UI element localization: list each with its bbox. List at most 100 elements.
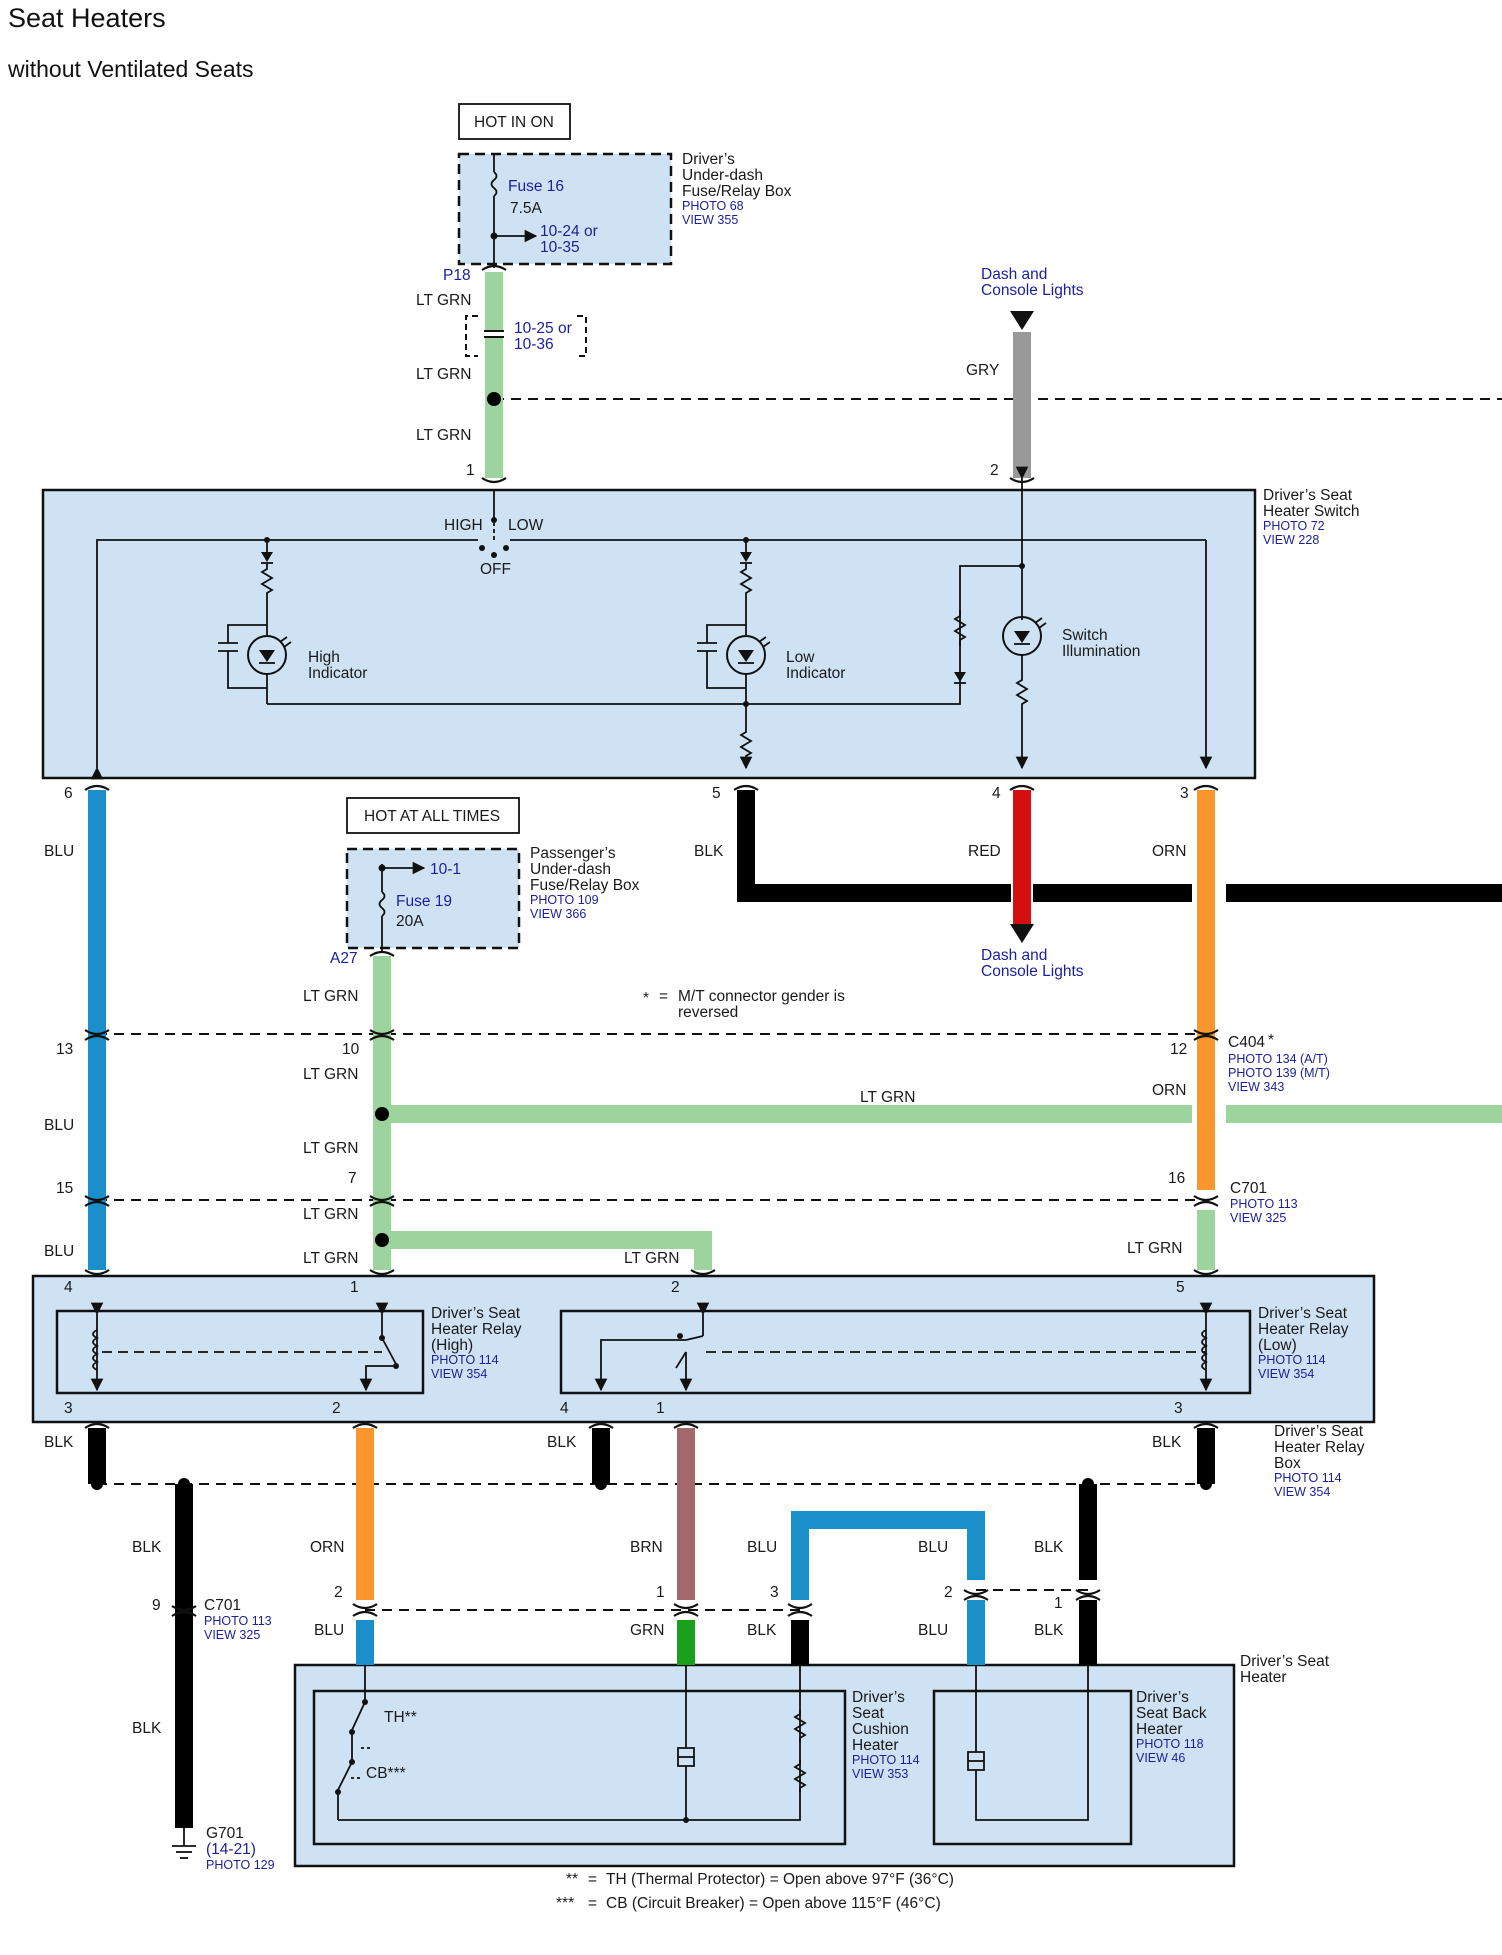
arrow-dash-lights-out (1010, 924, 1034, 943)
diagram-subtitle: without Ventilated Seats (7, 56, 254, 82)
switch-illum-2: Illumination (1062, 643, 1140, 660)
seat-back-heater (932, 1689, 1133, 1846)
c701-top-view: VIEW 325 (1230, 1211, 1286, 1225)
switch-high: HIGH (444, 517, 483, 534)
label-brn: BRN (630, 1539, 663, 1556)
inline-ref-1: 10-25 or (514, 320, 572, 337)
pass-fuse-box-name-3: Fuse/Relay Box (530, 877, 640, 894)
c701-bottom-name: C701 (204, 1597, 241, 1614)
hot-in-on-label: HOT IN ON (474, 114, 554, 131)
label-red: RED (968, 843, 1001, 860)
label-blu-7: BLU (918, 1622, 948, 1639)
wire-blu-jumper (791, 1511, 985, 1600)
switch-illum-1: Switch (1062, 627, 1108, 644)
relay-bottom-pin-2: 2 (332, 1400, 341, 1417)
low-indicator-2: Indicator (786, 665, 845, 682)
label-lt-grn-2: LT GRN (416, 366, 471, 383)
c404-pin-10: 10 (342, 1041, 360, 1058)
inline-connector-bracket (465, 315, 587, 357)
label-blu-3: BLU (44, 1243, 74, 1260)
dash-lights-out-1: Dash and (981, 947, 1047, 964)
label-blk-9: BLK (132, 1720, 162, 1737)
label-orn-2: ORN (1152, 1082, 1186, 1099)
label-blk-1: BLK (694, 843, 724, 860)
fuse-19-symbol (378, 891, 386, 917)
back-name-1: Driver’s (1136, 1689, 1189, 1706)
label-grn: GRN (630, 1622, 664, 1639)
label-lt-grn-8: LT GRN (303, 1250, 358, 1267)
low-indicator-1: Low (786, 649, 815, 666)
label-blu-6: BLU (314, 1622, 344, 1639)
heater-pin-1: 1 (656, 1584, 665, 1601)
relay-bottom-pin-3b: 3 (1174, 1400, 1183, 1417)
label-gry: GRY (966, 362, 999, 379)
label-lt-grn-10: LT GRN (1127, 1240, 1182, 1257)
label-blk-5: BLK (132, 1539, 162, 1556)
high-indicator-1: High (308, 649, 340, 666)
fuse-19-label: Fuse 19 (396, 893, 452, 910)
ground-photo: PHOTO 129 (206, 1858, 275, 1872)
label-lt-grn-branch: LT GRN (860, 1089, 915, 1106)
label-blu-4: BLU (747, 1539, 777, 1556)
driver-fuse-box-view: VIEW 355 (682, 213, 738, 227)
inline-connector-gap (481, 331, 507, 337)
switch-pin-5: 5 (712, 785, 721, 802)
label-lt-grn-7: LT GRN (303, 1206, 358, 1223)
ground-ref: (14-21) (206, 1841, 256, 1858)
splice-dot-ltgrn-1 (375, 1107, 389, 1121)
wire-lt-grn-relay2 (382, 1231, 712, 1270)
c701-pin-7: 7 (348, 1170, 357, 1187)
th-label: TH** (384, 1709, 417, 1726)
relay-internals (90, 1302, 1213, 1392)
relay-top-pin-2: 2 (671, 1279, 680, 1296)
c701-pin-15: 15 (56, 1180, 73, 1197)
c404-star: * (1268, 1032, 1274, 1049)
passenger-fuse-box (345, 847, 521, 950)
label-blk-7: BLK (747, 1622, 777, 1639)
switch-internals (90, 466, 1213, 780)
connector-clips (84, 264, 1219, 1617)
switch-name-2: Heater Switch (1263, 503, 1359, 520)
relay-high-name-2: Heater Relay (431, 1321, 522, 1338)
cushion-name-1: Driver’s (852, 1689, 905, 1706)
relay-low-name-2: Heater Relay (1258, 1321, 1349, 1338)
driver-seat-heater-switch (41, 488, 1257, 780)
heater-internals (335, 1665, 1089, 1823)
relay-high-name-3: (High) (431, 1337, 473, 1354)
fuse-16-label: Fuse 16 (508, 178, 564, 195)
pass-fuse-box-view: VIEW 366 (530, 907, 586, 921)
heater-name-2: Heater (1240, 1669, 1287, 1686)
inline-ref-2: 10-36 (514, 336, 554, 353)
cushion-view: VIEW 353 (852, 1767, 908, 1781)
c701-bottom-view: VIEW 325 (204, 1628, 260, 1642)
heater-pin-2: 2 (334, 1584, 343, 1601)
heater-pin-1b: 1 (1054, 1595, 1063, 1612)
c404-photo-2: PHOTO 139 (M/T) (1228, 1066, 1330, 1080)
c404-view: VIEW 343 (1228, 1080, 1284, 1094)
fuse-16-symbol (490, 171, 498, 197)
footnote-2-mark: *** (556, 1895, 574, 1912)
label-blu-1: BLU (44, 843, 74, 860)
relay-box-photo: PHOTO 114 (1274, 1471, 1342, 1485)
switch-photo: PHOTO 72 (1263, 519, 1325, 533)
relay-bottom-pin-1: 1 (656, 1400, 665, 1417)
label-blu-5: BLU (918, 1539, 948, 1556)
relay-bottom-pin-4: 4 (560, 1400, 569, 1417)
relay-high-view: VIEW 354 (431, 1367, 487, 1381)
label-blk-6: BLK (1034, 1539, 1064, 1556)
switch-name-1: Driver’s Seat (1263, 487, 1353, 504)
label-blk-8: BLK (1034, 1622, 1064, 1639)
driver-fuse-box-photo: PHOTO 68 (682, 199, 744, 213)
hot-at-all-times-label-box (346, 797, 520, 834)
fuse-19-rating: 20A (396, 913, 424, 930)
relay-box-name-2: Heater Relay (1274, 1439, 1365, 1456)
splice-dot-top (487, 392, 501, 406)
relay-top-pin-1: 1 (350, 1279, 359, 1296)
arrow-dash-lights-in (1010, 311, 1034, 330)
pin-p18: P18 (443, 267, 471, 284)
footnote-1-text: TH (Thermal Protector) = Open above 97°F… (606, 1871, 954, 1888)
label-blu-2: BLU (44, 1117, 74, 1134)
dash-lights-in-2: Console Lights (981, 282, 1084, 299)
note-mt-1: M/T connector gender is (678, 988, 845, 1005)
